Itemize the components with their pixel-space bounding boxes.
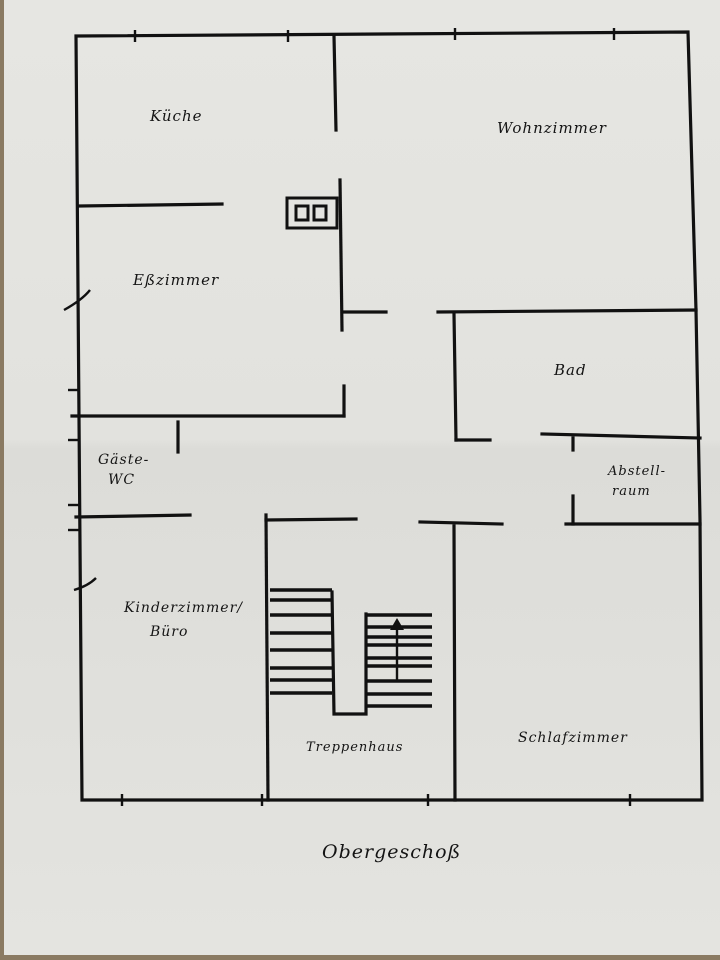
door-arc [73,577,97,592]
label-line: raum [612,484,651,499]
room-label-kinderzimmer: Kinderzimmer/Büro [124,596,243,644]
label-line: Kinderzimmer/ [124,600,243,616]
interior-walls [70,34,702,802]
chimney-icon [285,196,339,230]
label-line: Gäste- [98,452,150,468]
outer-wall [74,30,704,802]
room-label-schlafzimmer: Schlafzimmer [518,730,628,746]
room-label-bad: Bad [554,361,587,379]
label-line: Abstell- [608,464,667,479]
arrow-up-icon [390,618,404,630]
staircase [270,588,432,708]
room-label-kueche: Küche [150,107,203,125]
stair-well [330,590,368,716]
room-label-abstellraum: Abstell-raum [608,462,666,502]
room-label-treppenhaus: Treppenhaus [306,740,404,755]
room-label-gaeste-wc: Gäste- WC [98,450,149,490]
room-label-esszimmer: Eßzimmer [133,271,220,289]
wall-ticks [68,28,632,806]
label-line: WC [108,472,136,488]
room-label-wohnzimmer: Wohnzimmer [497,119,607,137]
paper-sheet [4,0,720,955]
door-arc [63,289,91,312]
plan-title: Obergeschoß [322,841,462,863]
label-line: Büro [150,624,189,640]
